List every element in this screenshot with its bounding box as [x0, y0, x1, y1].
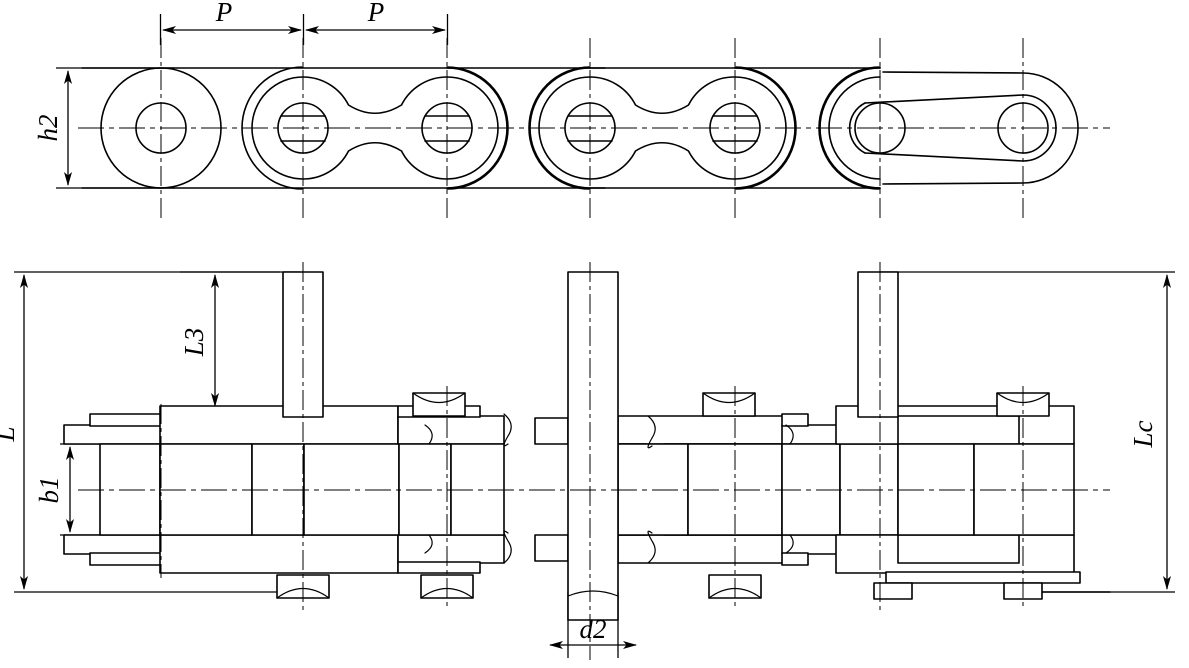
dimension-label-L: L: [0, 426, 20, 442]
dimension-label-P2: P: [367, 0, 385, 27]
dimension-L3: L3: [179, 271, 280, 410]
dimension-label-h2: h2: [33, 115, 63, 142]
extended-pin-right: [857, 271, 899, 418]
front-view: L L3 b1 Lc d2: [0, 262, 1175, 660]
dimension-pitch-1: P: [159, 0, 305, 45]
dimension-label-L3: L3: [179, 328, 209, 358]
dimension-Lc: Lc: [880, 271, 1175, 593]
top-view: P P h2: [33, 0, 1110, 218]
dimension-pitch-2: P: [305, 0, 449, 45]
dimension-label-b1: b1: [34, 477, 64, 504]
dimension-label-Lc: Lc: [1128, 420, 1158, 448]
dimension-label-P1: P: [215, 0, 233, 27]
extended-pin-center: [567, 271, 619, 621]
centerlines-front-view: [78, 262, 1110, 660]
centerlines-top-view: [78, 38, 1110, 218]
